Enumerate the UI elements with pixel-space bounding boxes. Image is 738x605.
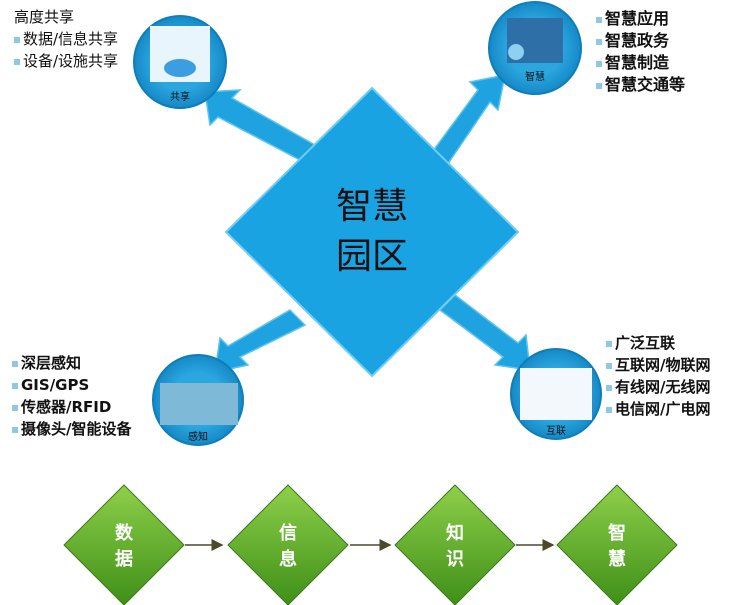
flow-label: 据 — [115, 548, 133, 570]
globe-icon — [508, 44, 524, 60]
arrow-to-connect — [438, 294, 531, 371]
smart-item: 智慧制造 — [596, 52, 685, 74]
sense-title: 深层感知 — [12, 352, 131, 374]
arrow-to-sense — [214, 309, 307, 373]
node-sense: 感知 — [152, 354, 244, 446]
sense-text: 深层感知 GIS/GPS 传感器/RFID 摄像头/智能设备 — [12, 352, 131, 440]
smart-text: 智慧应用 智慧政务 智慧制造 智慧交通等 — [596, 8, 685, 96]
flow-label: 智 — [608, 522, 626, 544]
devices-image — [520, 368, 592, 420]
flow-label: 知 — [446, 522, 464, 544]
flow-diamond — [227, 484, 349, 605]
center-line1: 智慧 — [336, 186, 408, 227]
cloud-icon — [164, 59, 196, 77]
share-text: 高度共享 数据/信息共享 设备/设施共享 — [14, 6, 118, 72]
flow-label: 信 — [279, 522, 297, 544]
flow-diamond — [63, 484, 185, 605]
connect-label: 互联 — [546, 425, 566, 437]
node-smart: 智慧 — [488, 1, 582, 95]
connect-text: 广泛互联 互联网/物联网 有线网/无线网 电信网/广电网 — [606, 332, 710, 420]
flow-label: 识 — [446, 549, 464, 570]
smart-label: 智慧 — [525, 70, 545, 83]
share-title: 高度共享 — [14, 8, 75, 26]
connect-item: 互联网/物联网 — [606, 354, 710, 376]
share-label: 共享 — [170, 90, 190, 103]
sense-item: 摄像头/智能设备 — [12, 418, 131, 440]
center-diamond — [224, 86, 520, 378]
flow-label: 慧 — [608, 548, 626, 570]
flow-label: 数 — [115, 522, 134, 544]
node-connect: 互联 — [510, 348, 602, 440]
connect-title: 广泛互联 — [606, 332, 710, 354]
arrow-to-smart — [428, 74, 506, 170]
node-share: 共享 — [133, 15, 227, 109]
connect-item: 电信网/广电网 — [606, 398, 710, 420]
flow-diamond — [556, 484, 678, 605]
share-item: 设备/设施共享 — [14, 50, 118, 72]
share-item: 数据/信息共享 — [14, 28, 118, 50]
arrow-to-share — [204, 89, 317, 161]
center-line2: 园区 — [336, 236, 408, 277]
sense-item: 传感器/RFID — [12, 396, 131, 418]
smart-item: 智慧政务 — [596, 30, 685, 52]
connect-item: 有线网/无线网 — [606, 376, 710, 398]
flow-label: 息 — [279, 548, 297, 570]
sense-item: GIS/GPS — [12, 374, 131, 396]
smart-item: 智慧交通等 — [596, 74, 685, 96]
flow-diamond — [394, 484, 516, 605]
sense-label: 感知 — [188, 430, 208, 443]
network-image — [160, 383, 238, 425]
smart-title: 智慧应用 — [596, 8, 685, 30]
